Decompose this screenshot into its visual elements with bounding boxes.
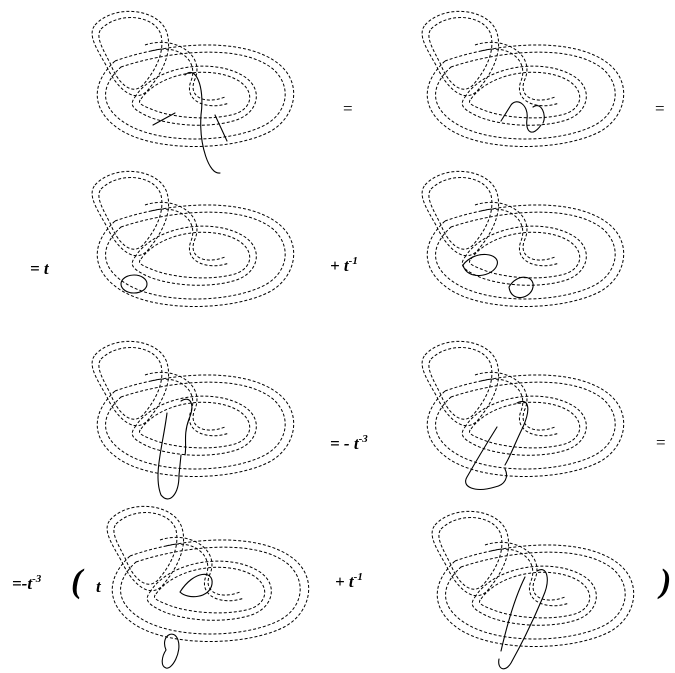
t-coefficient: t [96,577,101,596]
equals-sign: = [343,99,353,118]
equals-sign: = [656,433,666,452]
exponent: -1 [353,571,363,583]
plus-t-inverse-term: + t-1 [335,571,363,591]
panel-6 [421,340,625,490]
minus-t-cubed-inverse-term: = - t-3 [330,433,368,453]
panel-3 [91,170,295,307]
panel-2 [421,10,625,147]
panel-4 [421,170,625,307]
exponent: -3 [358,433,368,445]
neg-t-cubed-inverse-term: =-t-3 [12,573,42,593]
panel-1 [91,10,295,174]
plus-t-inverse-term: + t-1 [330,255,358,275]
equals-sign: = [655,99,665,118]
plus-t-label: + t [335,572,354,591]
exponent: -1 [348,255,358,267]
plus-t-label: + t [330,256,349,275]
open-parenthesis: ( [71,563,83,600]
panel-8 [431,510,635,670]
equals-t-label: = t [30,259,49,278]
panel-5 [91,340,295,500]
exponent: -3 [32,573,42,585]
close-parenthesis: ) [660,563,672,600]
panel-7 [106,505,310,669]
minus-t-label: = - t [330,434,359,453]
neg-t-label: =-t [12,574,33,593]
